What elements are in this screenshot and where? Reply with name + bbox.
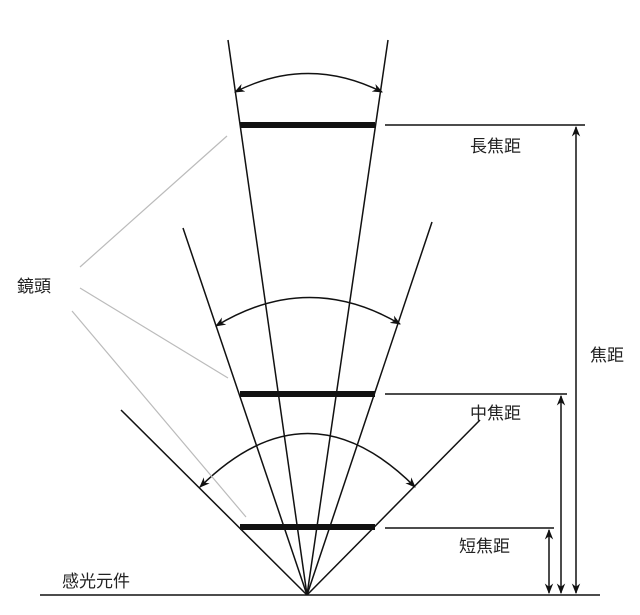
- lens-label: 鏡頭: [17, 277, 51, 297]
- lens-pointer-medium: [79, 287, 229, 379]
- medium-angle-arc: [215, 296, 401, 327]
- focal-length-label: 焦距: [590, 346, 624, 366]
- medium-angle-right: [306, 221, 433, 596]
- short-focal-label: 短焦距: [459, 537, 510, 557]
- medium-focal-label: 中焦距: [470, 404, 521, 424]
- long-focal-label: 長焦距: [470, 137, 521, 157]
- lens-pointer-long: [79, 135, 228, 268]
- medium-angle-left: [182, 227, 308, 596]
- short-angle-right: [306, 419, 481, 596]
- lens-pointer-short: [71, 310, 247, 518]
- short-angle-left: [120, 409, 308, 596]
- sensor-label: 感光元件: [62, 572, 130, 592]
- long-angle-arc: [234, 72, 383, 93]
- short-angle-arc: [199, 432, 416, 488]
